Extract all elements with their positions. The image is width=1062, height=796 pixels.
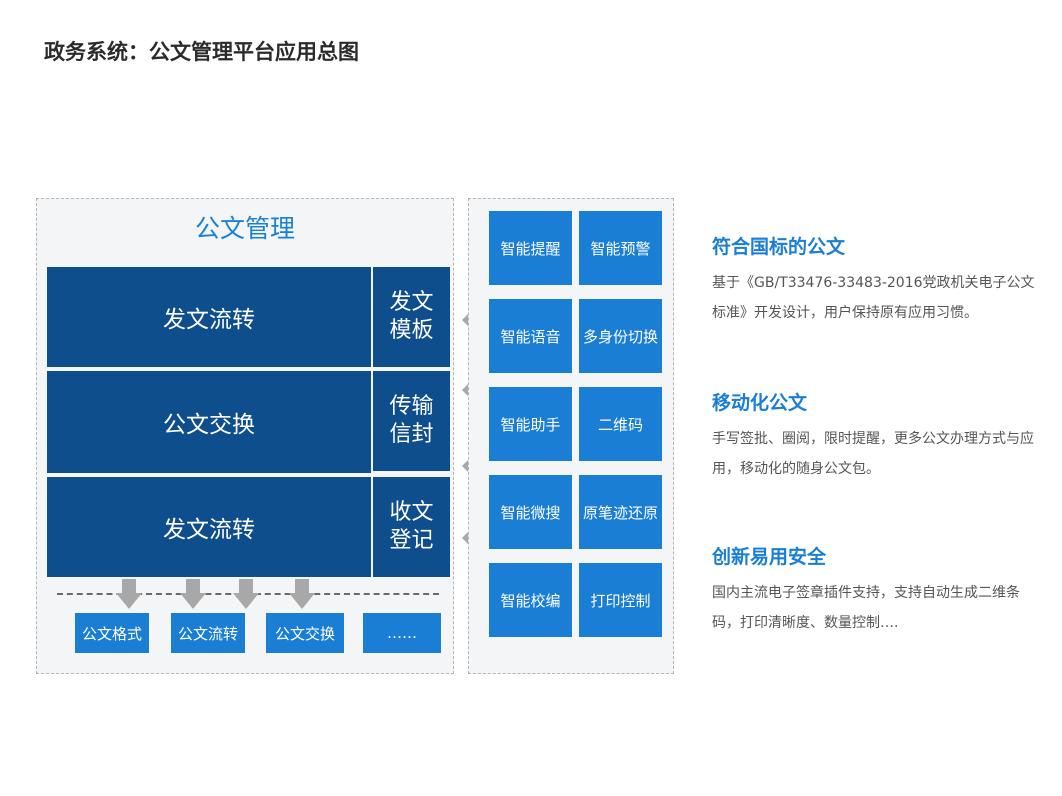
feature-print-control: 打印控制	[579, 563, 662, 637]
info-desc-innovation-security: 国内主流电子签章插件支持，支持自动生成二维条码，打印清晰度、数量控制….	[712, 585, 1020, 631]
feature-qr-code: 二维码	[579, 387, 662, 461]
feature-smart-voice: 智能语音	[489, 299, 572, 373]
feature-smart-reminder: 智能提醒	[489, 211, 572, 285]
feature-smart-search: 智能微搜	[489, 475, 572, 549]
down-arrow-icon	[233, 579, 259, 609]
info-title-innovation-security: 创新易用安全	[712, 546, 827, 568]
module-document-format: 公文格式	[75, 613, 149, 653]
main-row-dispatch-flow: 发文流转	[47, 267, 371, 367]
main-row-dispatch-flow-2: 发文流转	[47, 477, 371, 577]
down-arrow-icon	[116, 579, 142, 609]
smart-features-panel: 智能提醒 智能预警 智能语音 多身份切换 智能助手 二维码 智能微搜 原笔迹还原…	[468, 198, 674, 674]
module-more: ……	[363, 613, 441, 653]
feature-handwriting-restore: 原笔迹还原	[579, 475, 662, 549]
down-arrow-icon	[289, 579, 315, 609]
page-title: 政务系统：公文管理平台应用总图	[44, 40, 359, 64]
module-document-exchange: 公文交换	[266, 613, 344, 653]
down-arrow-icon	[180, 579, 206, 609]
module-document-flow: 公文流转	[171, 613, 245, 653]
feature-smart-warning: 智能预警	[579, 211, 662, 285]
info-desc-mobile: 手写签批、圈阅，限时提醒，更多公文办理方式与应用，移动化的随身公文包。	[712, 431, 1034, 477]
feature-smart-proofreading: 智能校编	[489, 563, 572, 637]
info-desc-national-standard: 基于《GB/T33476-33483-2016党政机关电子公文标准》开发设计，用…	[712, 275, 1035, 321]
side-row-transfer-envelope: 传输 信封	[373, 371, 450, 471]
feature-smart-assistant: 智能助手	[489, 387, 572, 461]
panel-heading: 公文管理	[194, 214, 295, 243]
info-title-national-standard: 符合国标的公文	[712, 236, 846, 258]
side-row-receipt-registration: 收文 登记	[373, 477, 450, 577]
feature-multi-identity-switch: 多身份切换	[579, 299, 662, 373]
document-management-panel: 公文管理 发文流转 公文交换 发文流转 发文 模板 传输 信封 收文 登记 公文…	[36, 198, 454, 674]
info-title-mobile: 移动化公文	[712, 392, 808, 414]
side-row-dispatch-template: 发文 模板	[373, 267, 450, 367]
main-row-document-exchange: 公文交换	[47, 371, 371, 473]
